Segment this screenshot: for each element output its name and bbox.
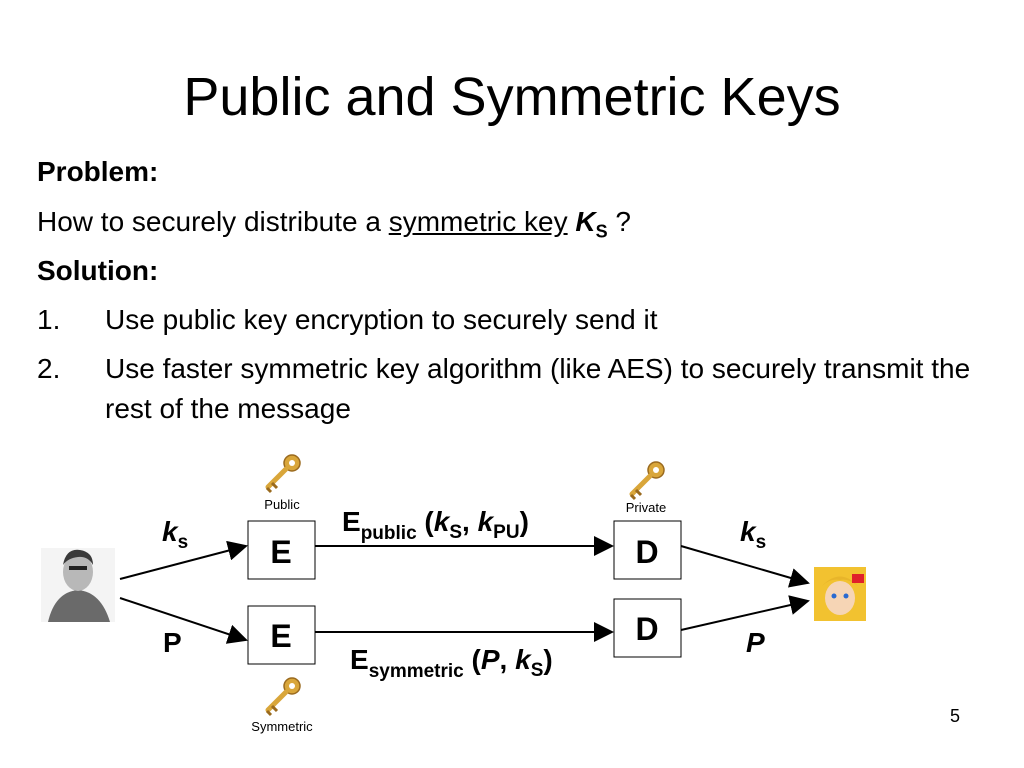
problem-text-suffix: ?	[607, 206, 632, 237]
private-key-icon	[631, 462, 664, 499]
symmetric-key-term: symmetric key	[388, 206, 568, 237]
right-plaintext-label: P	[746, 627, 765, 658]
arrow-sender-to-enc-bottom	[119, 597, 248, 644]
left-session-key-label: ks	[162, 516, 188, 553]
arrow-dec-bottom-to-receiver	[680, 595, 810, 631]
sender-avatar	[41, 548, 115, 622]
key-symbol-sub: S	[595, 221, 608, 242]
decrypt-box-bottom-label: D	[635, 611, 658, 647]
solution-heading: Solution:	[37, 255, 159, 286]
symmetric-key-icon	[267, 678, 300, 715]
slide-title: Public and Symmetric Keys	[183, 67, 841, 127]
encrypt-box-bottom	[247, 605, 316, 665]
public-key-icon	[267, 455, 300, 492]
arrow-dec-top-to-receiver	[680, 545, 810, 588]
page-number: 5	[950, 706, 961, 726]
encrypt-box-top-label: E	[270, 534, 291, 570]
encrypt-box-top	[247, 520, 316, 580]
symmetric-key-label: Symmetric	[251, 719, 313, 734]
left-plaintext-label: P	[163, 627, 182, 658]
private-key-label: Private	[626, 500, 666, 515]
key-symbol: K	[575, 206, 596, 237]
decrypt-box-top	[613, 520, 682, 580]
public-key-label: Public	[264, 497, 300, 512]
list-item: Use public key encryption to securely se…	[105, 304, 658, 335]
problem-heading: Problem:	[37, 156, 159, 187]
problem-text-prefix: How to securely distribute a	[37, 206, 389, 237]
list-item: Use faster symmetric key algorithm (like…	[105, 353, 971, 424]
right-session-key-label: ks	[740, 516, 766, 553]
decrypt-box-bottom	[613, 598, 682, 658]
public-encryption-expression: Epublic (kS, kPU)	[342, 506, 529, 544]
decrypt-box-top-label: D	[635, 534, 658, 570]
symmetric-encryption-expression: Esymmetric (P, kS)	[350, 644, 553, 682]
item-number: 2.	[37, 353, 61, 384]
problem-text: How to securely distribute a symmetric k…	[37, 205, 631, 249]
receiver-avatar	[814, 567, 866, 621]
encrypt-box-bottom-label: E	[270, 618, 291, 654]
item-number: 1.	[37, 304, 61, 335]
arrow-sender-to-enc-top	[119, 540, 248, 580]
